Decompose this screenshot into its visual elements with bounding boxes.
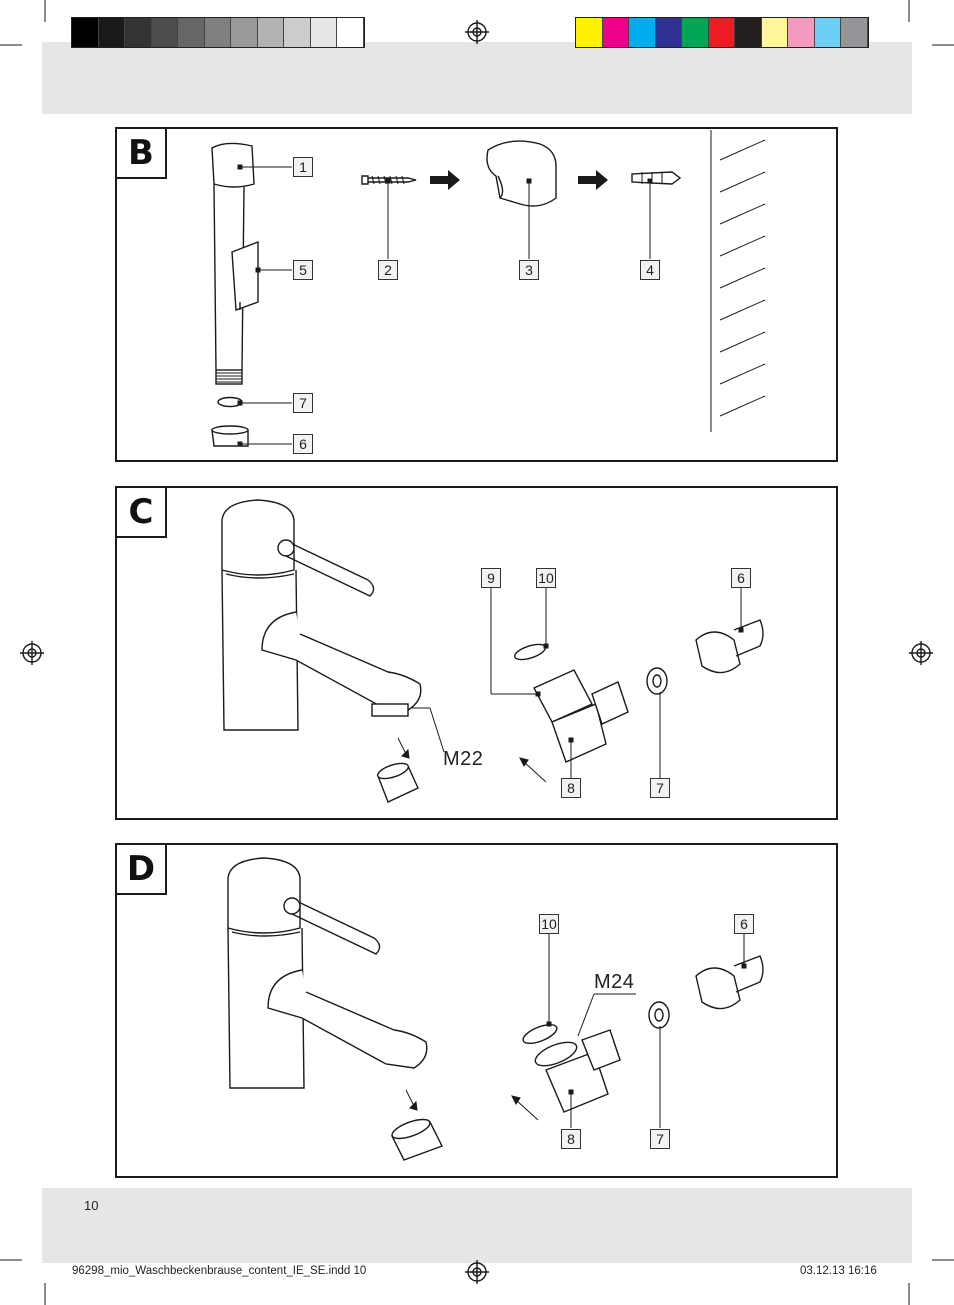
grayscale-swatch xyxy=(178,18,205,47)
callout-8: 8 xyxy=(561,1129,581,1149)
callout-7: 7 xyxy=(650,778,670,798)
callout-8: 8 xyxy=(561,778,581,798)
panel-d-label: D xyxy=(115,843,167,895)
arrow-right-icon xyxy=(578,170,608,190)
faucet-illustration xyxy=(227,857,428,1089)
callout-6: 6 xyxy=(734,914,754,934)
grayscale-swatch xyxy=(204,18,231,47)
hose-connection-illustration xyxy=(695,619,764,674)
process-swatch xyxy=(629,18,656,47)
callout-1: 1 xyxy=(293,157,313,177)
process-swatch xyxy=(655,18,682,47)
grayscale-color-bar xyxy=(71,17,365,48)
file-name: 96298_mio_Waschbeckenbrause_content_IE_S… xyxy=(72,1265,367,1277)
washer-illustration xyxy=(648,1001,670,1029)
arrow-right-icon xyxy=(430,170,460,190)
callout-3: 3 xyxy=(519,260,539,280)
aerator-illustration xyxy=(376,762,419,803)
thread-size-label: M22 xyxy=(443,748,484,770)
process-swatch xyxy=(788,18,815,47)
grayscale-swatch xyxy=(98,18,125,47)
leader-lines xyxy=(412,588,744,778)
process-swatch xyxy=(735,18,762,47)
wall-holder-illustration xyxy=(486,140,557,207)
panel-c-label: C xyxy=(115,486,167,538)
grayscale-swatch xyxy=(310,18,337,47)
hand-shower-illustration xyxy=(211,142,259,385)
faucet-illustration xyxy=(221,499,422,731)
washer-illustration xyxy=(646,667,668,695)
process-swatch xyxy=(761,18,788,47)
grayscale-swatch xyxy=(284,18,311,47)
wall-hatching xyxy=(710,130,766,432)
process-color-bar xyxy=(575,17,869,48)
registration-mark-left xyxy=(20,641,44,665)
screw-illustration xyxy=(361,175,417,185)
header-band xyxy=(42,42,912,114)
grayscale-swatch xyxy=(337,18,364,47)
adapter-illustration xyxy=(513,643,629,763)
process-swatch xyxy=(576,18,603,47)
dowel-illustration xyxy=(631,171,682,185)
callout-5: 5 xyxy=(293,260,313,280)
process-swatch xyxy=(682,18,709,47)
page-number: 10 xyxy=(84,1198,99,1213)
date-time: 03.12.13 16:16 xyxy=(800,1265,877,1277)
process-swatch xyxy=(841,18,868,47)
callout-10: 10 xyxy=(539,914,559,934)
callout-10: 10 xyxy=(536,568,556,588)
callout-4: 4 xyxy=(640,260,660,280)
callout-7: 7 xyxy=(293,393,313,413)
grayscale-swatch xyxy=(125,18,152,47)
thread-size-label: M24 xyxy=(594,971,635,993)
process-swatch xyxy=(602,18,629,47)
callout-7: 7 xyxy=(650,1129,670,1149)
callout-6: 6 xyxy=(293,434,313,454)
process-swatch xyxy=(814,18,841,47)
callout-6: 6 xyxy=(731,568,751,588)
registration-mark-right xyxy=(909,641,933,665)
arrows xyxy=(397,737,547,783)
grayscale-swatch xyxy=(72,18,99,47)
leader-lines xyxy=(237,164,653,447)
footer-band xyxy=(42,1188,912,1263)
process-swatch xyxy=(708,18,735,47)
registration-mark-bottom xyxy=(465,1260,489,1284)
grayscale-swatch xyxy=(151,18,178,47)
leader-lines xyxy=(546,934,747,1128)
aerator-illustration xyxy=(391,1118,443,1161)
callout-2: 2 xyxy=(378,260,398,280)
hose-connection-illustration xyxy=(695,955,764,1010)
registration-mark-top xyxy=(465,20,489,44)
adapter-illustration xyxy=(522,1023,621,1113)
grayscale-swatch xyxy=(257,18,284,47)
panel-b-label: B xyxy=(115,127,167,179)
grayscale-swatch xyxy=(231,18,258,47)
callout-9: 9 xyxy=(481,568,501,588)
arrows xyxy=(405,1089,539,1121)
